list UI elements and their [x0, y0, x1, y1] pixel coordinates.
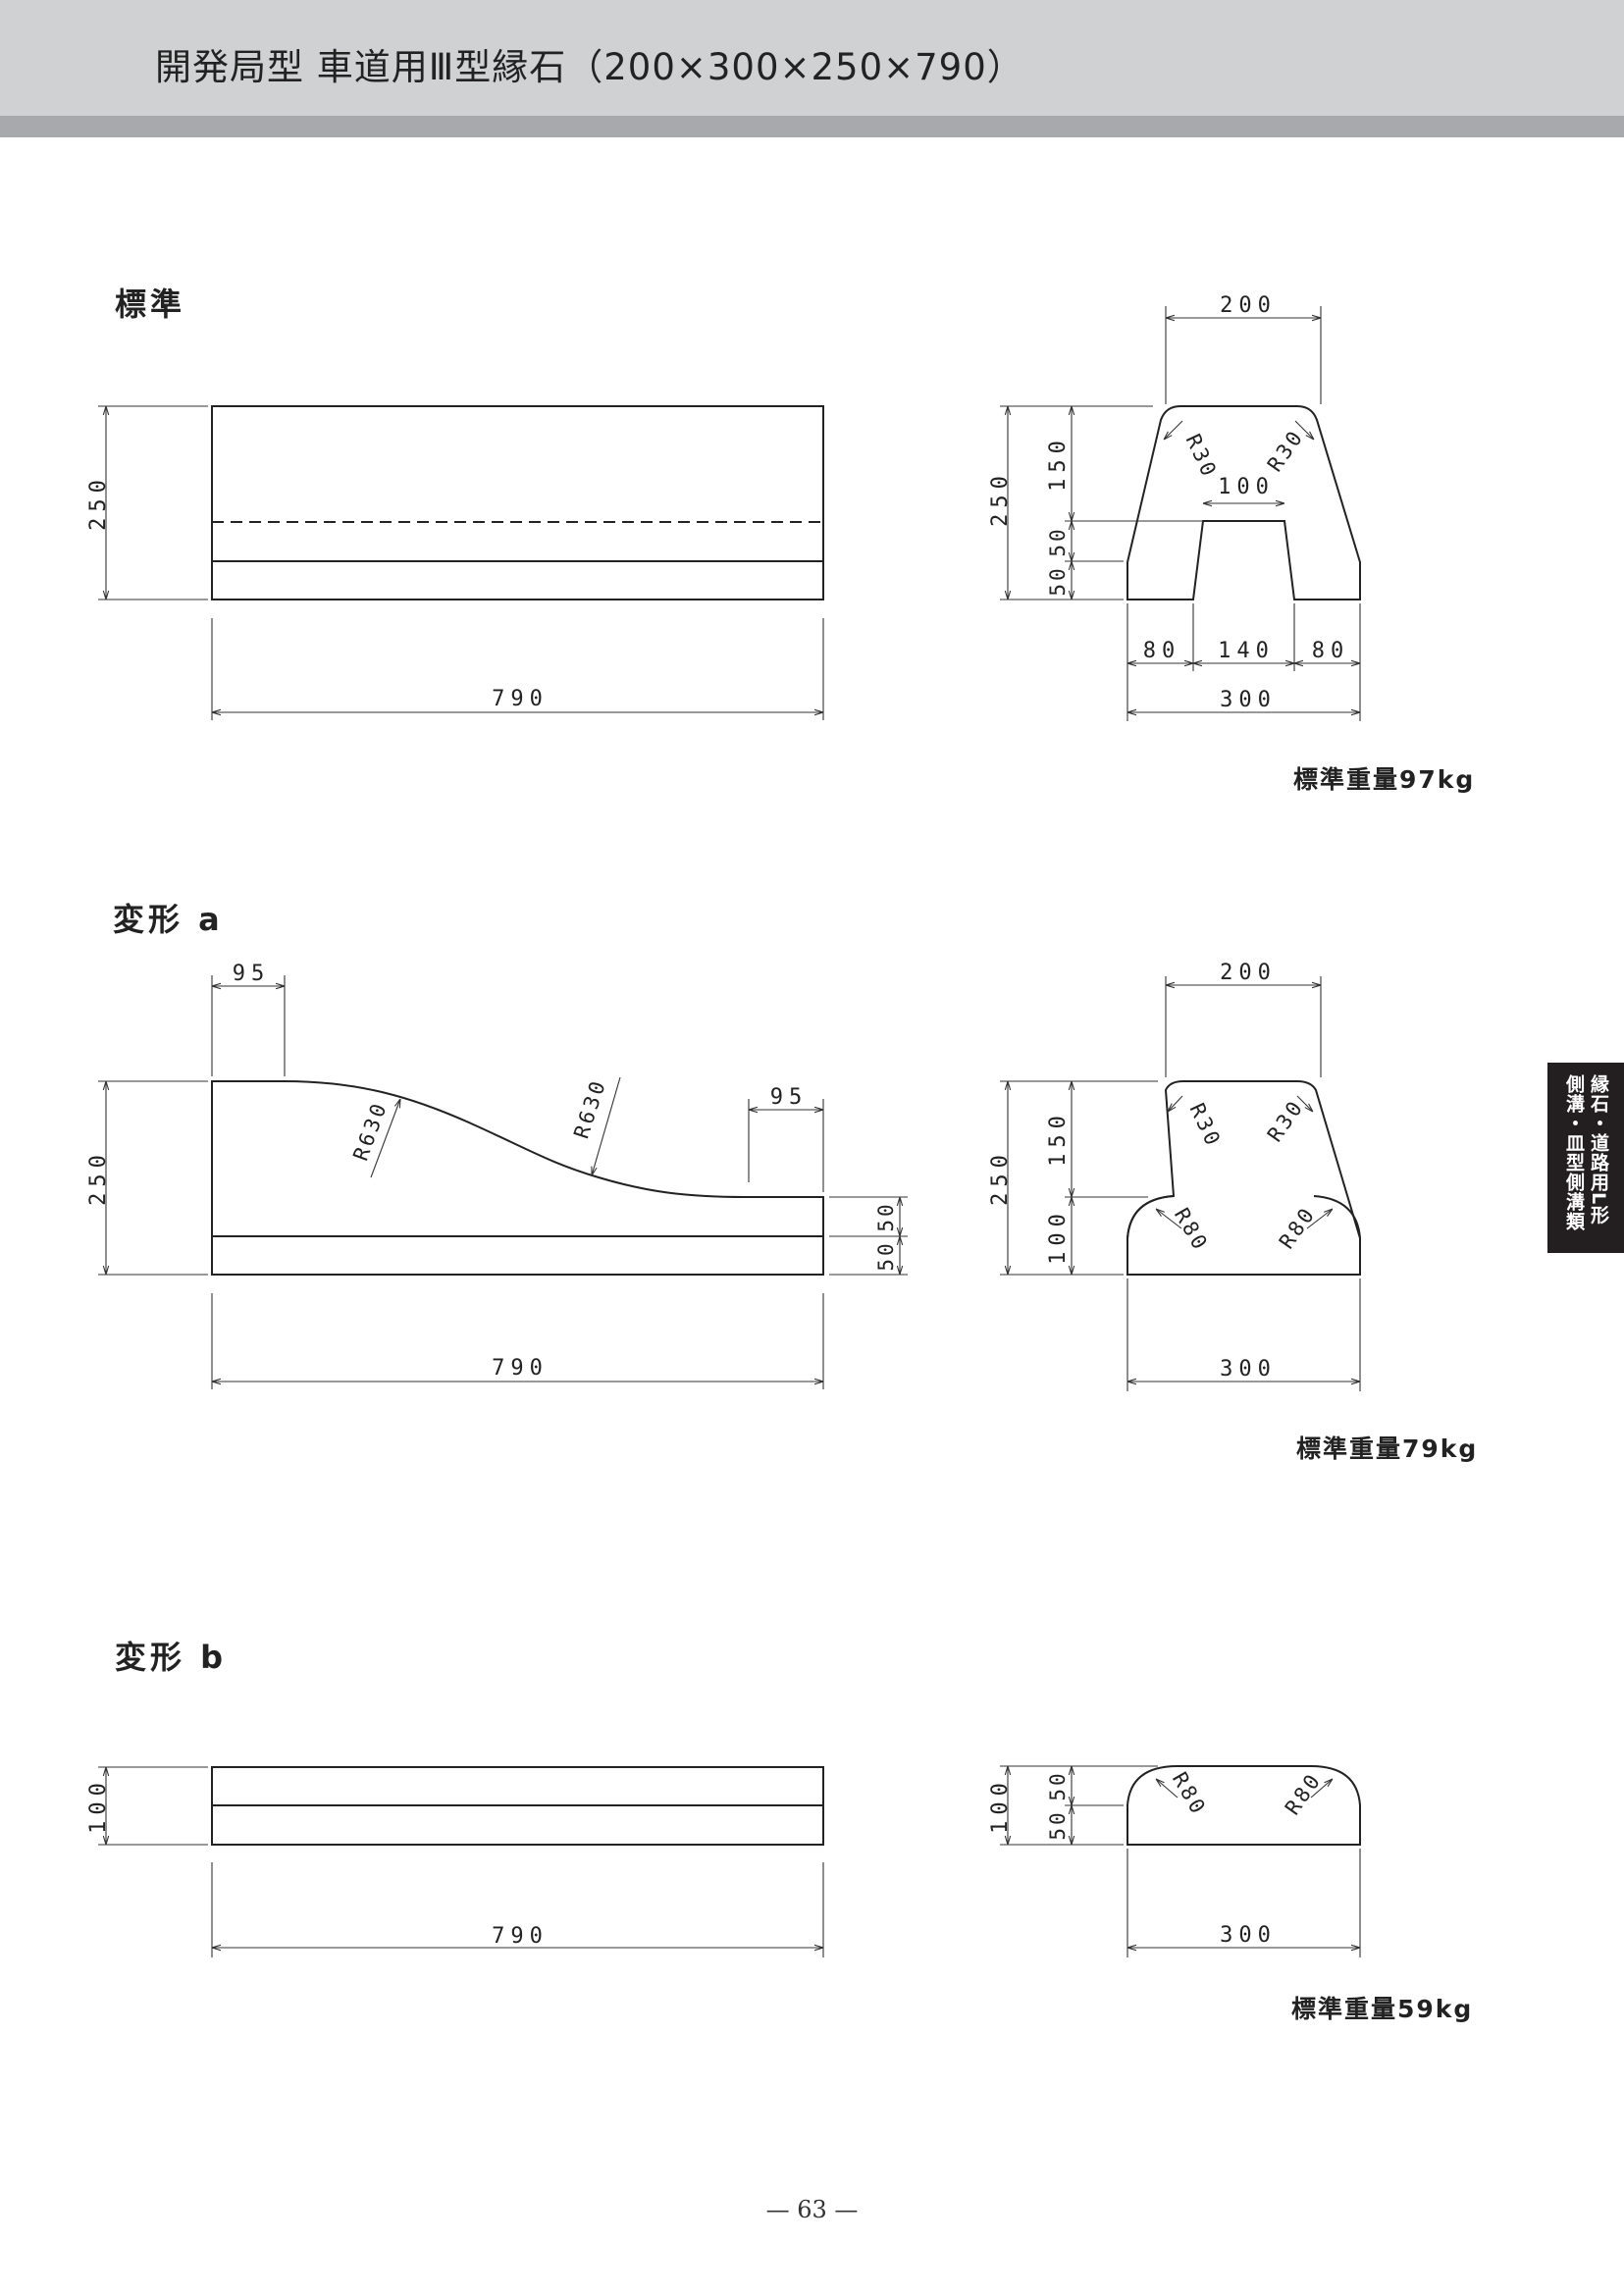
dim-standard-base-width: 300	[1220, 688, 1277, 712]
section-label-variant-a: 変形 a	[113, 901, 224, 938]
dim-standard-lower-b: 50	[1046, 565, 1070, 596]
section-label-variant-b: 変形 b	[115, 1639, 228, 1676]
dim-variant-a-right-offset: 95	[770, 1085, 809, 1110]
dim-standard-foot-left: 80	[1143, 639, 1181, 663]
dim-variant-a-radius-bottom-left: R80	[1170, 1204, 1213, 1256]
dim-standard-top-width: 200	[1220, 293, 1277, 318]
weight-variant-a: 標準重量79kg	[1296, 1434, 1479, 1463]
dim-standard-cross-height: 250	[988, 470, 1013, 527]
variant-a-side-view	[211, 1080, 824, 1276]
page-header	[0, 0, 1624, 116]
dim-variant-a-height: 250	[86, 1149, 111, 1206]
dim-standard-slot-bottom: 140	[1218, 639, 1275, 663]
dim-variant-a-top-width: 200	[1220, 961, 1277, 985]
header-underline-bar	[0, 116, 1624, 137]
dim-variant-a-radius-1: R630	[348, 1098, 392, 1164]
dim-variant-a-lower-height: 100	[1046, 1208, 1071, 1265]
dim-variant-b-radius-right: R80	[1281, 1768, 1327, 1819]
dim-variant-b-length: 790	[492, 1924, 549, 1949]
dim-variant-a-radius-top-left: R30	[1185, 1100, 1227, 1152]
variant-b-cross-section	[1126, 1765, 1361, 1846]
dim-variant-b-part-b: 50	[1046, 1809, 1070, 1840]
dim-standard-slot-width: 100	[1218, 475, 1275, 499]
standard-cross-section	[1126, 405, 1361, 600]
standard-side-view	[211, 405, 824, 600]
dim-variant-a-cross-height: 250	[988, 1149, 1013, 1206]
dim-variant-b-part-a: 50	[1046, 1770, 1070, 1800]
variant-b-side-view	[211, 1766, 824, 1846]
dim-variant-a-radius-top-right: R30	[1263, 1095, 1309, 1146]
dim-variant-a-left-offset: 95	[233, 962, 271, 986]
page-number: — 63 —	[765, 2196, 859, 2223]
weight-variant-b: 標準重量59kg	[1291, 1995, 1474, 2023]
dim-standard-height: 250	[86, 474, 111, 531]
dim-standard-length: 790	[492, 687, 549, 711]
dim-variant-a-end-a: 50	[874, 1201, 898, 1231]
dim-variant-b-cross-height: 100	[988, 1777, 1013, 1834]
page-title: 開発局型 車道用Ⅲ型縁石（200×300×250×790）	[155, 46, 1024, 88]
dim-standard-radius-right: R30	[1263, 425, 1309, 476]
dim-standard-foot-right: 80	[1312, 639, 1350, 663]
side-tab-line1: 縁石・道路用L形	[1588, 1074, 1609, 1226]
section-label-standard: 標準	[115, 286, 186, 323]
dim-variant-a-length: 790	[492, 1356, 549, 1381]
dim-variant-b-base-width: 300	[1220, 1923, 1277, 1948]
dim-standard-radius-left: R30	[1181, 431, 1223, 483]
dim-standard-upper-height: 150	[1046, 435, 1071, 492]
dim-variant-a-upper-height: 150	[1046, 1110, 1071, 1167]
dim-variant-b-height: 100	[86, 1777, 111, 1834]
dim-standard-lower-a: 50	[1046, 526, 1070, 556]
weight-standard: 標準重量97kg	[1293, 765, 1476, 794]
chapter-side-tab: 縁石・道路用L形 側溝・皿型側溝類	[1547, 1063, 1624, 1253]
side-tab-line2: 側溝・皿型側溝類	[1563, 1074, 1585, 1231]
dim-variant-a-base-width: 300	[1220, 1357, 1277, 1382]
dim-variant-a-end-b: 50	[874, 1240, 898, 1271]
dim-variant-a-radius-bottom-right: R80	[1275, 1202, 1321, 1253]
variant-a-cross-section	[1126, 1080, 1361, 1276]
